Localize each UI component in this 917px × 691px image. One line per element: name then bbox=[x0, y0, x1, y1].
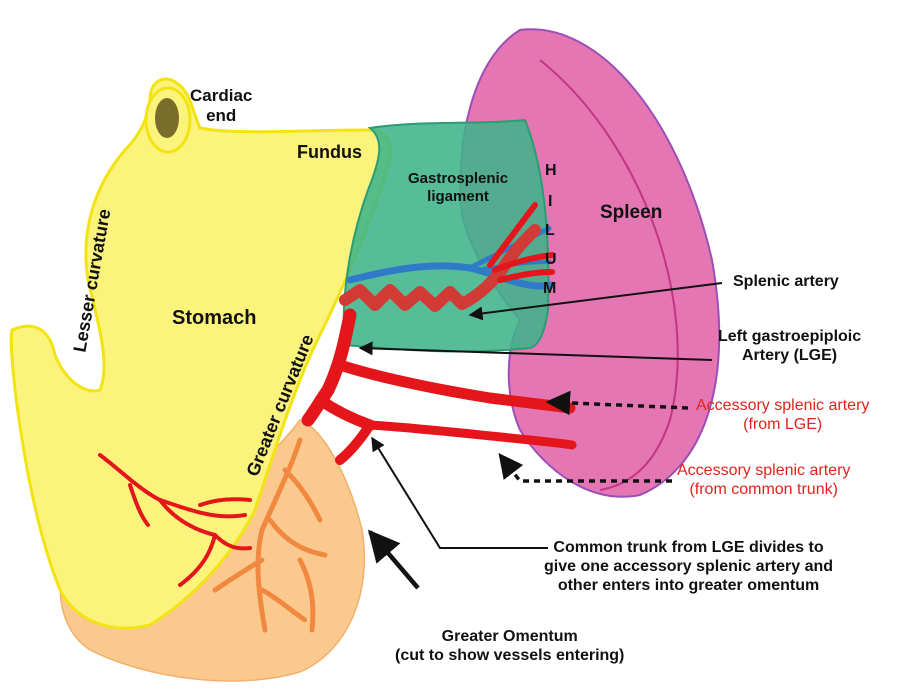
common-trunk-label: Common trunk from LGE divides to give on… bbox=[544, 539, 833, 596]
hilum-letter-h: H bbox=[545, 162, 557, 181]
accessory-from-lge-label: Accessory splenic artery (from LGE) bbox=[696, 397, 869, 435]
gastrosplenic-ligament-label: Gastrosplenic ligament bbox=[408, 170, 508, 205]
stomach-label: Stomach bbox=[172, 307, 256, 331]
accessory-from-trunk-label: Accessory splenic artery (from common tr… bbox=[677, 462, 850, 500]
hilum-letter-u: U bbox=[545, 251, 557, 270]
greater-omentum-label: Greater Omentum (cut to show vessels ent… bbox=[395, 628, 624, 666]
cardiac-end-label: Cardiac end bbox=[190, 86, 252, 126]
fundus-label: Fundus bbox=[297, 142, 362, 163]
hilum-letter-i: I bbox=[548, 193, 552, 212]
cardiac-end-lumen bbox=[155, 98, 179, 138]
splenic-artery-label: Splenic artery bbox=[733, 273, 839, 292]
hilum-letter-l: L bbox=[545, 222, 555, 241]
hilum-letter-m: M bbox=[543, 280, 556, 299]
spleen-label: Spleen bbox=[600, 202, 662, 224]
left-gastroepiploic-label: Left gastroepiploic Artery (LGE) bbox=[718, 328, 861, 366]
